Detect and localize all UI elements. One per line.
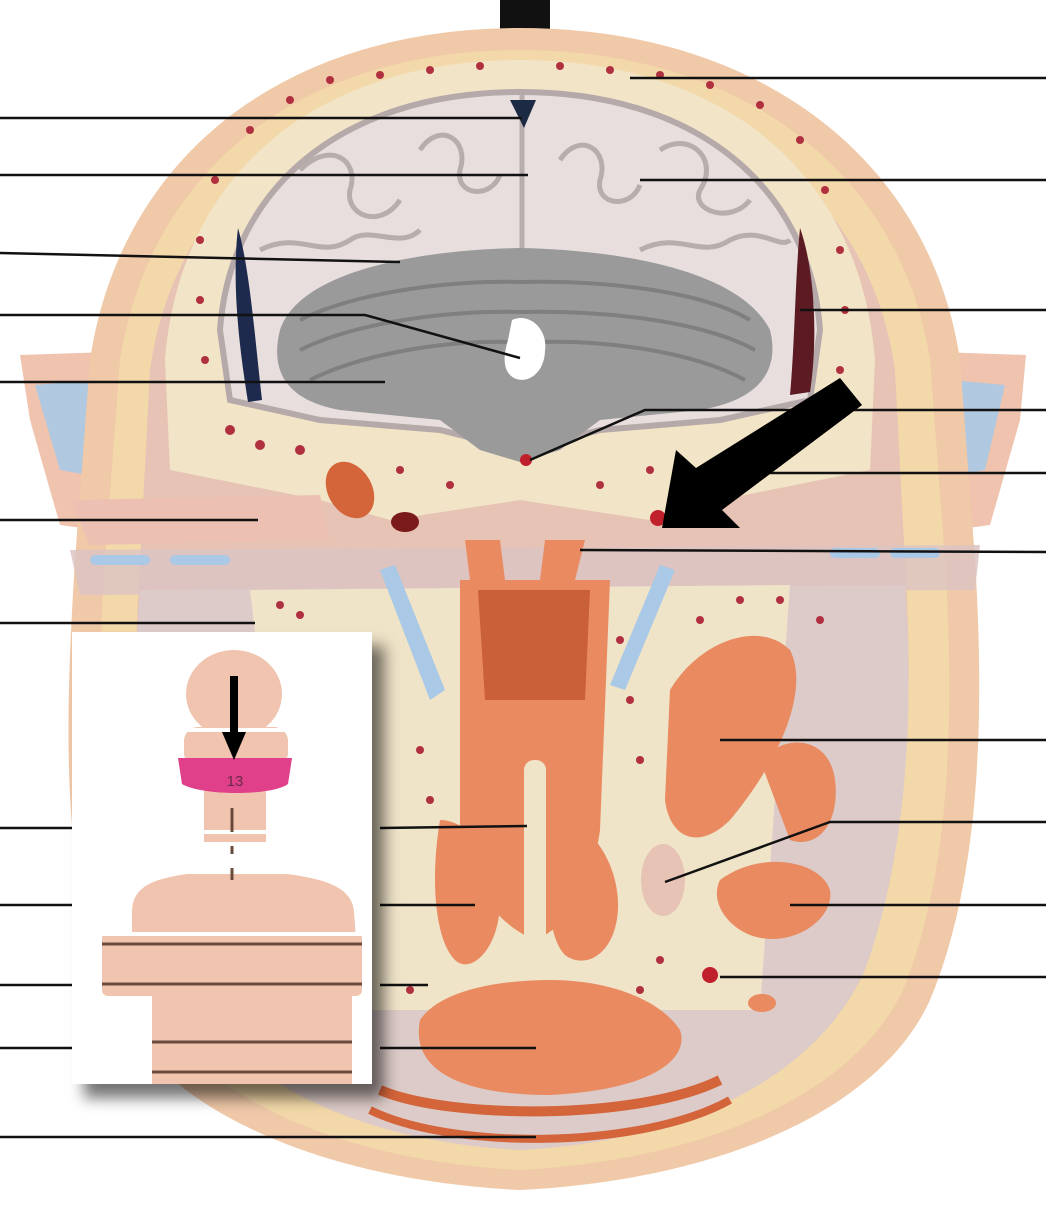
- inset-dark-lines: [102, 808, 362, 1074]
- inset-chest: [102, 932, 362, 996]
- leader-line: [0, 313, 521, 360]
- left-vessel: [391, 512, 419, 532]
- tongue: [418, 980, 682, 1095]
- pterygoid-upper: [665, 635, 797, 838]
- small-muscle: [748, 994, 776, 1012]
- pointed-vessel: [650, 510, 666, 526]
- septum: [524, 760, 546, 960]
- cerebellum-folia: [299, 279, 756, 382]
- leader-line: [664, 820, 1046, 884]
- right-turbinate: [548, 819, 619, 961]
- leader-lines: [0, 76, 1046, 1139]
- leader-line: [529, 408, 1046, 462]
- left-mastoid: [325, 461, 375, 519]
- muscle-a: [465, 540, 505, 580]
- right-lateral-sinus: [790, 228, 815, 395]
- lower-band: [70, 545, 980, 595]
- facial-vessel: [702, 967, 718, 983]
- orientation-inset: 13: [72, 632, 372, 1084]
- leader-line: [379, 824, 528, 830]
- down-arrow-icon: [222, 676, 246, 760]
- pterygoid-mid: [760, 742, 836, 842]
- leader-line: [579, 548, 1046, 554]
- leader-line: [0, 251, 401, 264]
- superior-sinus: [510, 100, 536, 128]
- muscle-b: [540, 540, 585, 580]
- left-duct: [380, 565, 445, 700]
- basilar-artery: [520, 454, 532, 466]
- maxilla-marrow: [276, 596, 824, 994]
- level-badge: 13: [227, 773, 244, 790]
- nasal-cavity: [478, 590, 590, 700]
- inset-level-band: [178, 758, 292, 793]
- masseter: [716, 861, 831, 939]
- left-turbinate: [435, 820, 500, 965]
- ventricle: [504, 318, 546, 380]
- black-arrow-icon: [662, 378, 862, 528]
- lip-muscle: [378, 1075, 723, 1117]
- right-duct: [610, 565, 675, 690]
- right-sinus: [641, 844, 685, 916]
- lip-muscle-2: [368, 1096, 732, 1143]
- stand-post: [500, 0, 550, 30]
- inset-abdomen: [152, 996, 352, 1084]
- inset-svg: 13: [100, 650, 364, 1084]
